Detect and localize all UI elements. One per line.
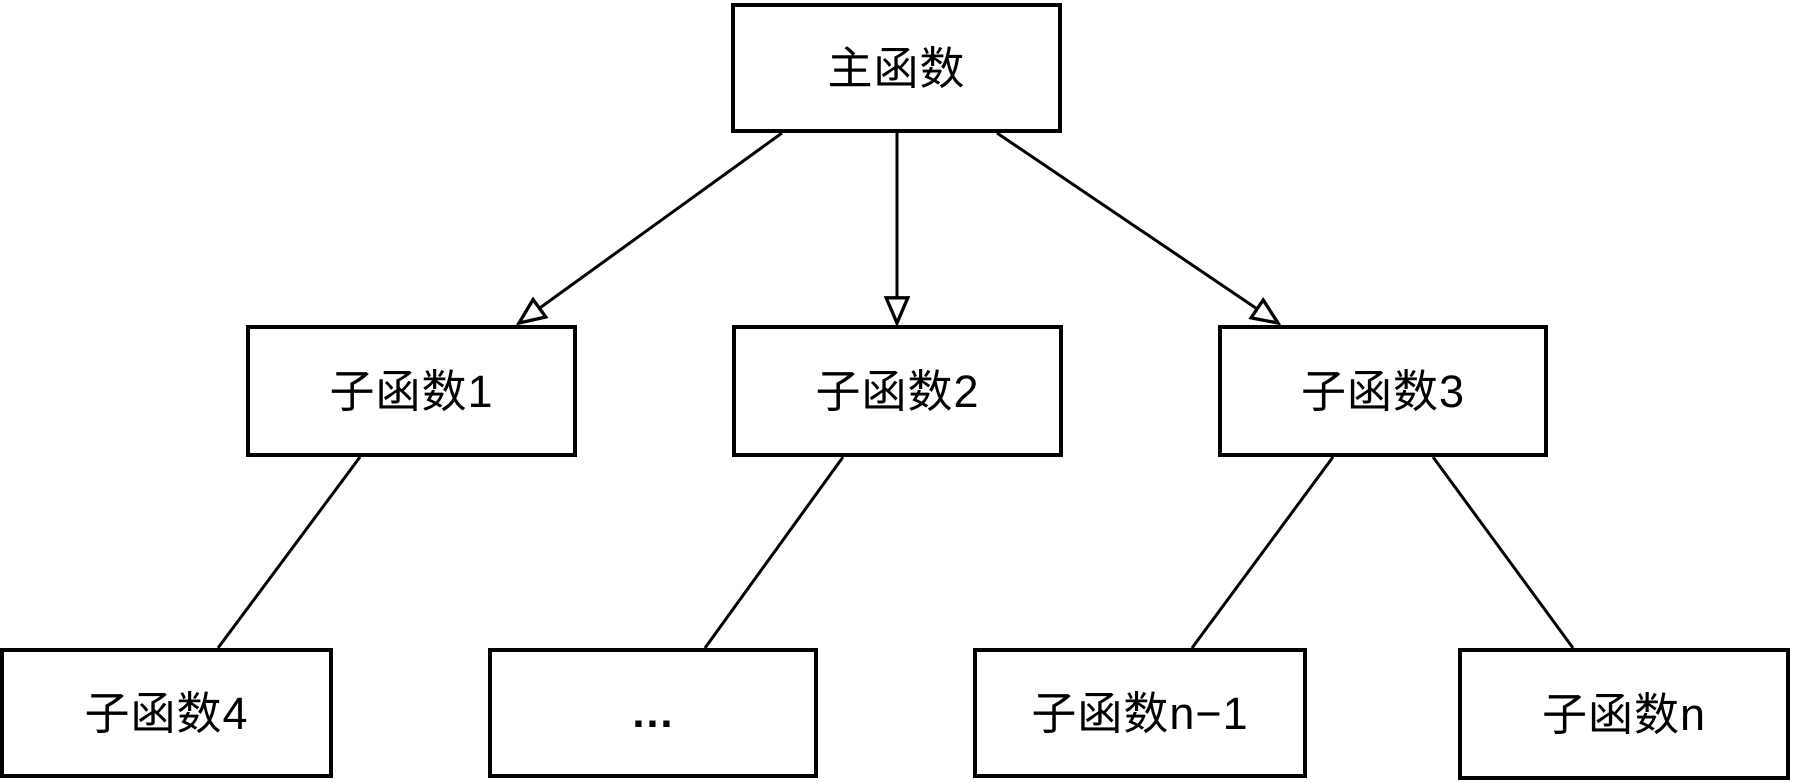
edge-main-to-sub1 [519,131,783,323]
node-ellipsis: … [488,648,818,778]
node-sub-function-1-label: 子函数1 [329,365,494,417]
edge-sub1-to-sub4 [216,456,362,649]
edge-sub3-to-subn [1431,456,1575,649]
edge-main-to-sub3 [996,131,1278,323]
edge-sub2-to-ellipsis [703,456,845,649]
node-sub-function-1: 子函数1 [246,325,577,457]
node-sub-function-4: 子函数4 [0,648,333,778]
edge-sub3-to-subn1 [1190,456,1335,649]
node-sub-function-2: 子函数2 [732,325,1063,457]
node-main-function-label: 主函数 [827,42,966,94]
node-sub-function-2-label: 子函数2 [815,365,980,417]
node-sub-function-3: 子函数3 [1218,325,1548,457]
node-sub-function-n: 子函数n [1458,648,1790,780]
node-sub-function-3-label: 子函数3 [1300,365,1466,417]
node-sub-function-4-label: 子函数4 [84,687,249,739]
node-main-function: 主函数 [731,3,1062,133]
node-sub-function-n-label: 子函数n [1541,688,1707,740]
node-sub-function-n-minus-1: 子函数n−1 [973,648,1307,778]
node-sub-function-n-minus-1-label: 子函数n−1 [1031,687,1249,739]
node-ellipsis-label: … [630,688,676,737]
